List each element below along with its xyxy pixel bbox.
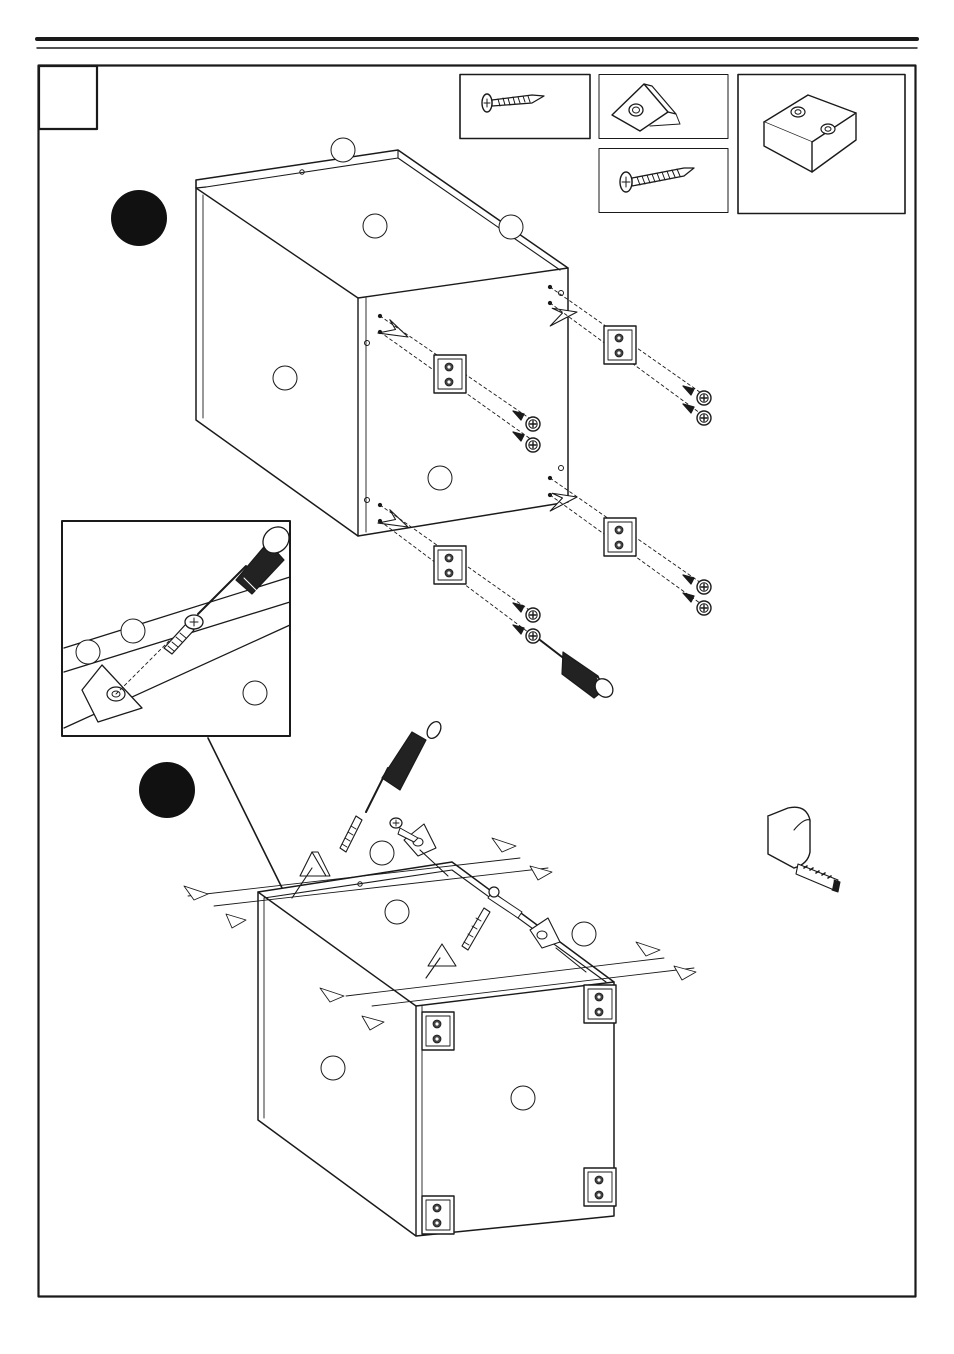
detail-leader-line <box>208 738 288 900</box>
tape-measure-icon <box>768 807 840 892</box>
panel-callout <box>273 366 297 390</box>
panel-callout <box>331 138 355 162</box>
screwdriver-icon <box>366 719 444 812</box>
screw-icon <box>482 94 544 112</box>
panel-callout <box>321 1056 345 1080</box>
panel-callout <box>428 466 452 490</box>
hardware-box-foot-pad <box>738 75 905 214</box>
panel-callout <box>499 215 523 239</box>
foot-pad-icon <box>764 95 856 172</box>
panel-callout <box>121 619 145 643</box>
cabinet-top-view <box>196 150 568 536</box>
panel-callout <box>511 1086 535 1110</box>
detail-inset <box>62 521 294 736</box>
header-rules <box>37 39 917 48</box>
panel-callout <box>243 681 267 705</box>
screwdriver-icon <box>540 640 617 701</box>
panel-callout <box>572 922 596 946</box>
panel-callout <box>370 841 394 865</box>
hardware-box-long-screw <box>599 149 728 213</box>
hardware-box-corner-bracket <box>599 75 728 139</box>
step-number-box <box>39 66 97 129</box>
hardware-box-short-screw <box>460 75 590 139</box>
bracket-icon <box>612 84 680 131</box>
panel-callout <box>385 900 409 924</box>
screw-icon <box>620 168 694 192</box>
panel-callout <box>363 214 387 238</box>
panel-callout <box>76 640 100 664</box>
substep-badge-a <box>111 190 167 246</box>
substep-badge-b <box>139 762 195 818</box>
